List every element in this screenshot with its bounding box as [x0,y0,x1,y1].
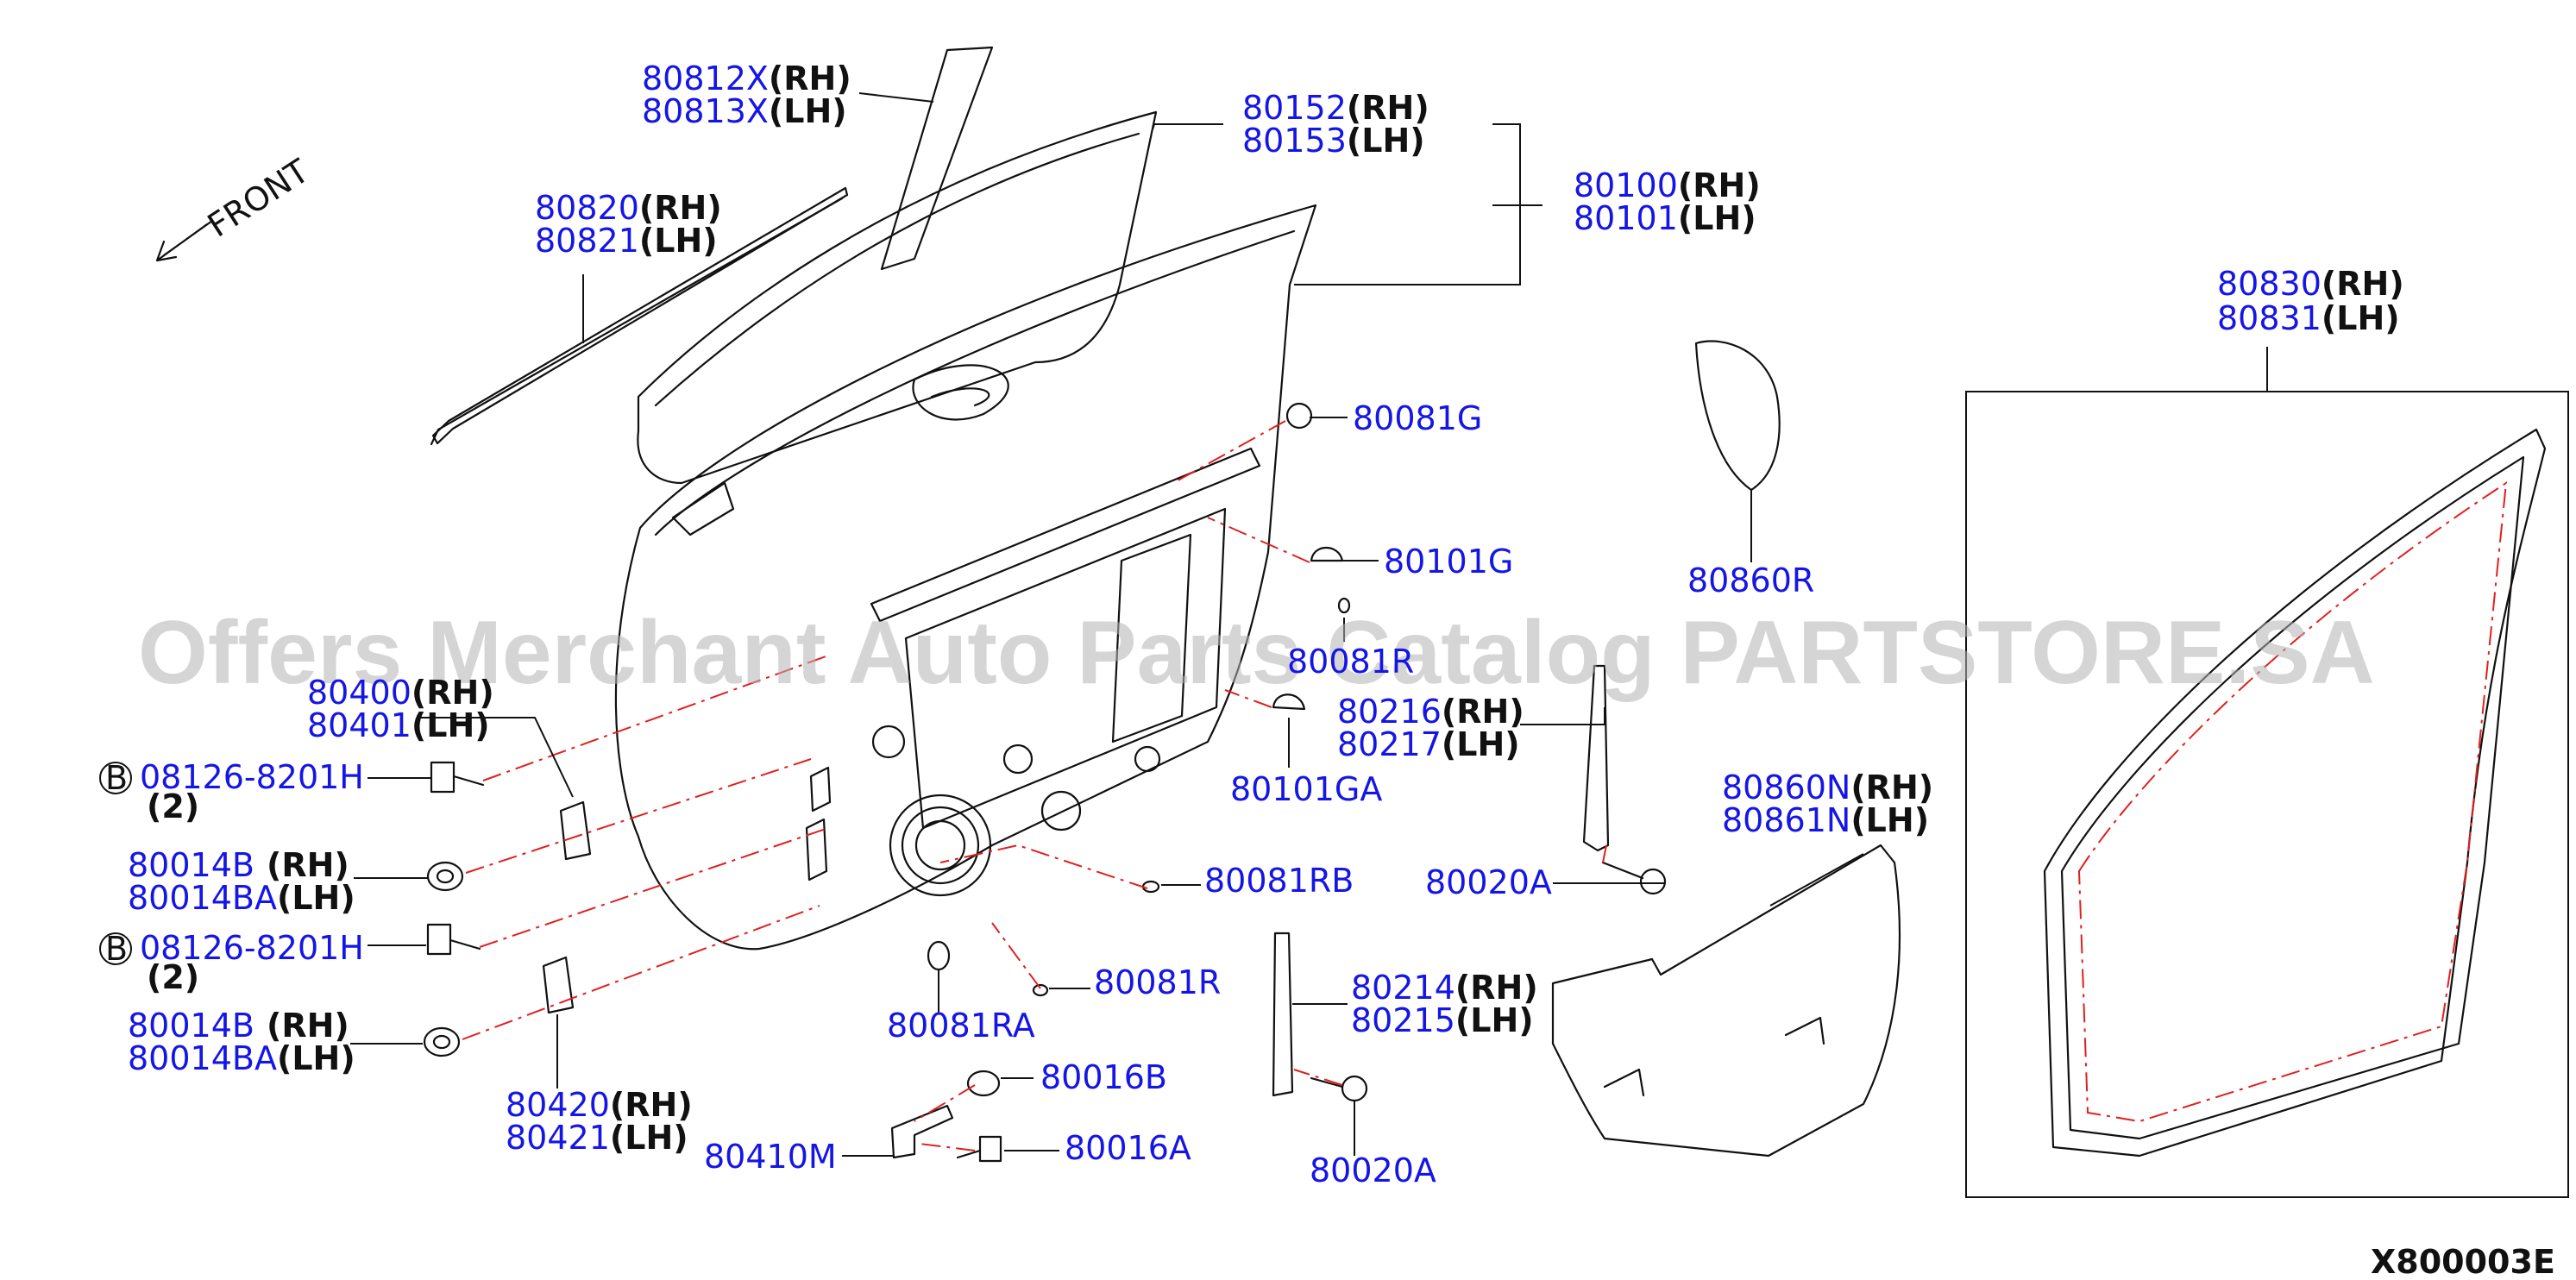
callout-80016b: 80016B [1040,1058,1167,1096]
callout-80014b-lower: 80014B(RH) [128,1007,349,1045]
sash-trim-part [880,46,994,271]
callout-80410m: 80410M [704,1138,837,1176]
callout-80820: 80820(RH) [535,189,722,227]
bolt-lower-icon [426,923,481,956]
sash-bracket-upper-part [1582,664,1610,852]
bolt-marker-circle-2 [99,932,132,965]
callout-labels: 80812X(RH) 80813X(LH) 80152(RH) 80153(LH… [128,60,2404,1189]
front-label: FRONT [201,152,316,245]
nut-upper-icon [426,861,464,892]
callout-80830: 80830(RH) [2217,265,2404,303]
callout-80081ra: 80081RA [887,1007,1035,1045]
callout-80101ga: 80101GA [1230,770,1382,808]
callout-80831: 80831(LH) [2217,299,2400,337]
callout-80014b-upper: 80014B(RH) [128,846,349,884]
bolt-80020a-upper-icon [1601,861,1667,895]
watermark: Offers Merchant Auto Parts Catalog PARTS… [138,603,2375,703]
bolt-80020a-lower-icon [1310,1075,1368,1102]
bolt-marker-letter-2: B [105,930,128,968]
assembly-lines [462,420,1607,1151]
callout-80101: 80101(LH) [1574,199,1756,237]
bolt-upper-icon [430,761,485,794]
drawing-layer [99,46,2569,1198]
plug-ra-part [927,940,951,971]
door-check-part [890,1104,954,1159]
bolt-marker-qty-1: (2) [147,787,199,825]
nut-80016b-icon [966,1070,1001,1097]
plug-part [1310,547,1344,562]
callout-80420: 80420(RH) [506,1086,693,1124]
callout-80020a-lower: 80020A [1310,1151,1436,1189]
callout-80421: 80421(LH) [506,1119,688,1157]
callout-80016a: 80016A [1065,1129,1191,1167]
callout-80081rb: 80081RB [1204,862,1354,900]
plug-r-lower-part [1032,983,1049,997]
insulator-part [1694,340,1781,492]
callout-80215: 80215(LH) [1351,1001,1534,1039]
plug-ga-part [1272,693,1306,711]
door-shell-part [614,204,1317,951]
callout-80214: 80214(RH) [1351,969,1538,1007]
drawing-code: X800003E [2371,1243,2555,1280]
callout-80860n: 80860N(RH) [1722,769,1933,806]
callout-80100: 80100(RH) [1574,166,1761,204]
callout-80812x: 80812X(RH) [642,60,851,97]
callout-80860r: 80860R [1687,562,1814,599]
front-arrow-icon [155,219,214,262]
door-glass-part [637,110,1158,485]
small-plug-part [1337,597,1351,614]
callout-80401: 80401(LH) [307,706,490,744]
callout-80813x: 80813X(LH) [642,92,847,130]
bolt-marker-qty-2: (2) [147,958,199,996]
callout-08126-8201h-upper: 08126-8201H [140,758,364,796]
callout-08126-8201h-lower: 08126-8201H [140,929,364,967]
callout-80014ba-lower: 80014BA(LH) [128,1039,355,1077]
bolt-80016a-icon [956,1135,1002,1163]
callout-80081r-upper: 80081R [1287,643,1414,681]
hinge-upper-part [559,800,592,861]
callout-80153: 80153(LH) [1242,122,1425,160]
callout-80821: 80821(LH) [535,222,718,260]
callout-80400: 80400(RH) [307,674,494,712]
grommet-part [1285,402,1313,430]
leader-lines [350,92,2268,1157]
sealing-screen-part [1551,844,1901,1158]
weatherstrip-box [1965,391,2569,1198]
callout-80081r-lower: 80081R [1094,963,1221,1001]
callout-80861n: 80861N(LH) [1722,801,1929,839]
callout-80217: 80217(LH) [1337,725,1520,763]
inner-weatherstrip-part [2043,428,2547,1158]
weatherstrip-part [430,186,849,446]
callout-80216: 80216(RH) [1337,693,1524,731]
callout-80101g: 80101G [1384,543,1513,580]
callout-80152: 80152(RH) [1242,89,1429,127]
callout-80020a-upper: 80020A [1425,863,1552,901]
plug-rb-part [1141,880,1160,894]
bolt-marker-circle-1 [99,762,132,794]
bolt-marker-letter-1: B [105,759,128,797]
callout-80014ba-upper: 80014BA(LH) [128,879,355,917]
callout-80081g: 80081G [1353,399,1482,437]
sash-bracket-lower-part [1272,932,1294,1097]
hinge-lower-part [542,956,575,1014]
nut-lower-icon [423,1026,461,1057]
